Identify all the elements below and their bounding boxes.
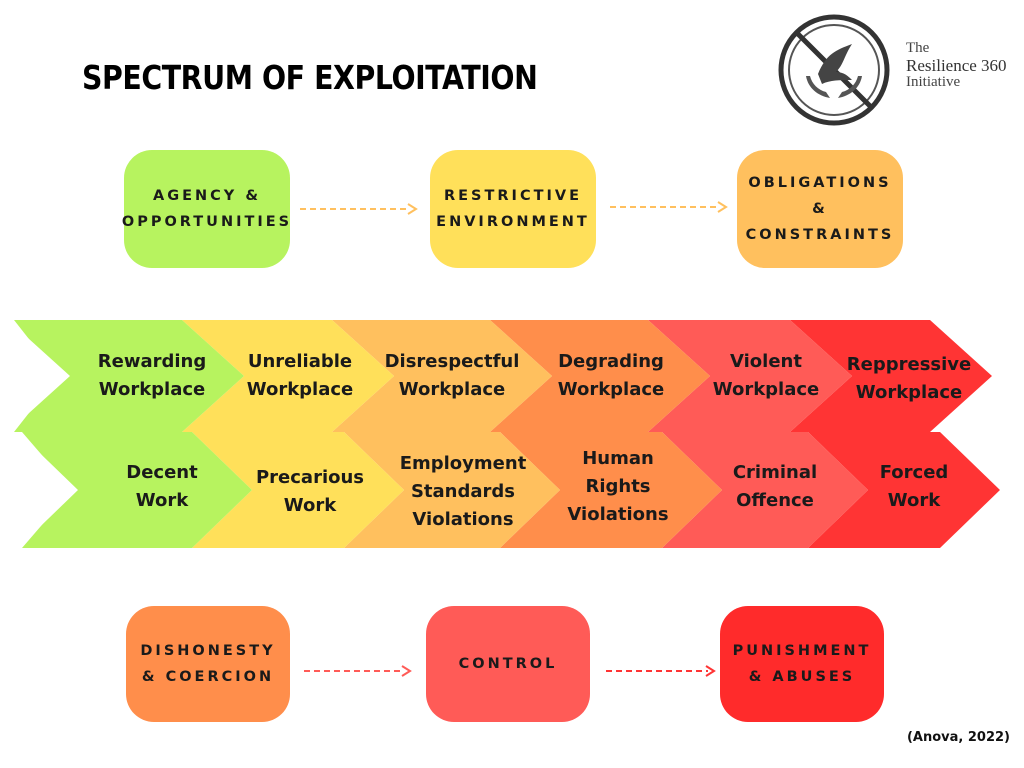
label-precarious-work: Precarious Work <box>255 467 365 516</box>
chevron-forced-work <box>808 432 1000 548</box>
label-disrespectful-workplace: Disrespectful Workplace <box>384 351 520 400</box>
chevron-unreliable-workplace <box>182 320 394 432</box>
obligations-constraints-box: OBLIGATIONS & CONSTRAINTS <box>737 150 903 268</box>
chevron-decent-work <box>18 432 252 548</box>
chevron-human-rights-violations <box>500 432 722 548</box>
resilience-360-logo <box>778 14 890 126</box>
dashed-arrow-icon <box>304 665 412 677</box>
dashed-arrow-icon <box>300 203 418 215</box>
org-name-line2: Resilience 360 <box>906 56 1007 75</box>
restrictive-environment-box: RESTRICTIVE ENVIRONMENT <box>430 150 596 268</box>
label-rewarding-workplace: Rewarding Workplace <box>97 351 207 400</box>
control-box: CONTROL <box>426 606 590 722</box>
chevron-rewarding-workplace <box>8 320 244 432</box>
chevron-employment-standards-violations <box>344 432 560 548</box>
label-forced-work: Forced Work <box>879 462 949 511</box>
org-name-line3: Initiative <box>906 74 961 90</box>
label-violent-workplace: Violent Workplace <box>712 351 820 400</box>
org-name-line1: The <box>906 40 930 56</box>
chevron-precarious-work <box>192 432 404 548</box>
label-degrading-workplace: Degrading Workplace <box>557 351 665 400</box>
label-criminal-offence: Criminal Offence <box>732 462 818 511</box>
citation: (Anova, 2022) <box>906 730 1010 745</box>
agency-opportunities-box: AGENCY & OPPORTUNITIES <box>122 150 290 268</box>
label-employment-standards-violations: Employment Standards Violations <box>399 453 527 530</box>
dashed-arrow-icon <box>610 201 728 213</box>
label-repressive-workplace: Reppressive Workplace <box>846 354 972 403</box>
dishonesty-coercion-box: DISHONESTY & COERCION <box>126 606 290 722</box>
page-title: SPECTRUM OF EXPLOITATION <box>82 58 538 97</box>
punishment-abuses-box: PUNISHMENT & ABUSES <box>720 606 884 722</box>
chevron-criminal-offence <box>662 432 868 548</box>
chevron-disrespectful-workplace <box>332 320 552 432</box>
org-name: The Resilience 360 Initiative <box>906 40 1007 91</box>
chevron-repressive-workplace <box>790 320 992 432</box>
label-unreliable-workplace: Unreliable Workplace <box>246 351 354 400</box>
label-human-rights-violations: Human Rights Violations <box>567 448 669 525</box>
chevron-degrading-workplace <box>490 320 710 432</box>
chevron-violent-workplace <box>648 320 852 432</box>
label-decent-work: Decent Work <box>126 462 198 511</box>
dashed-arrow-icon <box>606 665 716 677</box>
